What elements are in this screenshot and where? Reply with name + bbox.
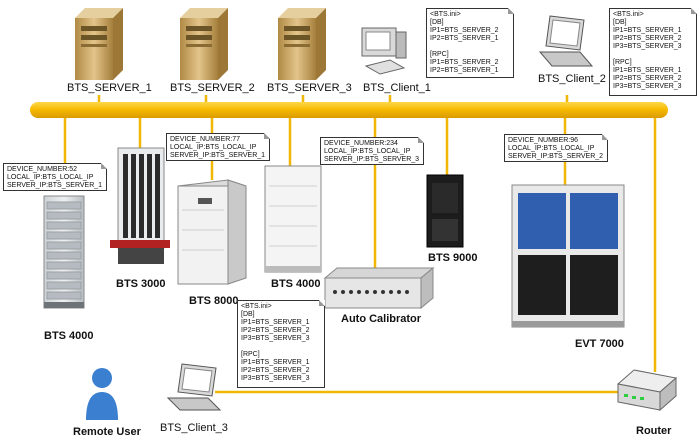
evt-7000-device-note: DEVICE_NUMBER:96 LOCAL_IP:BTS_LOCAL_IP S… <box>504 134 608 162</box>
bts-8000-device-note: DEVICE_NUMBER:77 LOCAL_IP:BTS_LOCAL_IP S… <box>166 133 270 161</box>
client-3-ini-note: <BTS.ini> [DB] IP1=BTS_SERVER_1 IP2=BTS_… <box>237 300 325 388</box>
note-line: DEVICE_NUMBER:77 <box>170 136 241 143</box>
client-2-label: BTS_Client_2 <box>538 73 606 85</box>
bts-3000-label: BTS 3000 <box>116 278 166 290</box>
note-line: SERVER_IP:BTS_SERVER_3 <box>324 156 420 163</box>
laptop-icon <box>538 15 594 67</box>
ini-line: IP3=BTS_SERVER_3 <box>613 83 682 90</box>
calibrator-device-note: DEVICE_NUMBER:234 LOCAL_IP:BTS_LOCAL_IP … <box>320 137 424 165</box>
rpc-section: [RPC] <box>241 351 260 358</box>
network-bus <box>30 102 668 118</box>
remote-user-label: Remote User <box>73 426 141 438</box>
ini-header: <BTS.ini> <box>613 11 644 18</box>
ini-line: IP3=BTS_SERVER_3 <box>613 43 682 50</box>
ini-line: IP2=BTS_SERVER_2 <box>241 367 310 374</box>
desktop-computer-icon <box>361 27 407 75</box>
note-line: LOCAL_IP:BTS_LOCAL_IP <box>508 145 595 152</box>
ini-line: IP1=BTS_SERVER_1 <box>613 67 682 74</box>
bts-4000-cabinet-icon <box>264 165 322 273</box>
router-icon <box>616 369 678 412</box>
ini-line: IP2=BTS_SERVER_2 <box>613 35 682 42</box>
remote-user-icon <box>86 368 118 420</box>
note-line: SERVER_IP:BTS_SERVER_1 <box>7 182 103 189</box>
bts-8000-label: BTS 8000 <box>189 295 239 307</box>
laptop-icon <box>166 363 222 411</box>
ini-header: <BTS.ini> <box>430 11 461 18</box>
ini-line: IP1=BTS_SERVER_1 <box>241 359 310 366</box>
rpc-section: [RPC] <box>613 59 632 66</box>
note-line: SERVER_IP:BTS_SERVER_2 <box>508 153 604 160</box>
rpc-section: [RPC] <box>430 51 449 58</box>
note-line: LOCAL_IP:BTS_LOCAL_IP <box>7 174 94 181</box>
client-1-label: BTS_Client_1 <box>363 82 431 94</box>
auto-calibrator-label: Auto Calibrator <box>341 313 422 325</box>
client-3-label: BTS_Client_3 <box>160 422 228 434</box>
note-line: SERVER_IP:BTS_SERVER_1 <box>170 152 266 159</box>
bts-3000-rack-icon <box>110 147 170 264</box>
server-3-icon <box>278 8 326 80</box>
bts-4000-device-note: DEVICE_NUMBER:52 LOCAL_IP:BTS_LOCAL_IP S… <box>3 163 107 191</box>
server-3-label: BTS_SERVER_3 <box>267 82 352 94</box>
bts-4000-mid-label: BTS 4000 <box>271 278 321 290</box>
connector-lines <box>63 95 657 394</box>
ini-line: IP2=BTS_SERVER_1 <box>430 67 499 74</box>
evt-7000-label: EVT 7000 <box>575 338 624 350</box>
auto-calibrator-device-icon <box>323 266 435 310</box>
note-line: DEVICE_NUMBER:96 <box>508 137 579 144</box>
note-line: DEVICE_NUMBER:52 <box>7 166 78 173</box>
bts-9000-unit-icon <box>426 174 464 248</box>
note-line: LOCAL_IP:BTS_LOCAL_IP <box>170 144 257 151</box>
evt-7000-cabinet-icon <box>511 184 625 328</box>
bts-4000-left-label: BTS 4000 <box>44 330 94 342</box>
ini-line: IP2=BTS_SERVER_1 <box>430 35 499 42</box>
db-section: [DB] <box>613 19 627 26</box>
note-line: DEVICE_NUMBER:234 <box>324 140 398 147</box>
server-2-icon <box>180 8 228 80</box>
ini-line: IP2=BTS_SERVER_2 <box>241 327 310 334</box>
ini-line: IP1=BTS_SERVER_2 <box>430 59 499 66</box>
bts-8000-cabinet-icon <box>177 179 247 285</box>
ini-header: <BTS.ini> <box>241 303 272 310</box>
server-1-label: BTS_SERVER_1 <box>67 82 152 94</box>
client-1-ini-note: <BTS.ini> [DB] IP1=BTS_SERVER_2 IP2=BTS_… <box>426 8 514 78</box>
ini-line: IP3=BTS_SERVER_3 <box>241 335 310 342</box>
server-1-icon <box>75 8 123 80</box>
ini-line: IP3=BTS_SERVER_3 <box>241 375 310 382</box>
ini-line: IP1=BTS_SERVER_2 <box>430 27 499 34</box>
bts-9000-label: BTS 9000 <box>428 252 478 264</box>
ini-line: IP1=BTS_SERVER_1 <box>241 319 310 326</box>
bts-4000-rack-icon <box>43 195 85 309</box>
ini-line: IP1=BTS_SERVER_1 <box>613 27 682 34</box>
db-section: [DB] <box>241 311 255 318</box>
client-2-ini-note: <BTS.ini> [DB] IP1=BTS_SERVER_1 IP2=BTS_… <box>609 8 697 96</box>
note-line: LOCAL_IP:BTS_LOCAL_IP <box>324 148 411 155</box>
server-2-label: BTS_SERVER_2 <box>170 82 255 94</box>
db-section: [DB] <box>430 19 444 26</box>
router-label: Router <box>636 425 672 437</box>
ini-line: IP2=BTS_SERVER_2 <box>613 75 682 82</box>
